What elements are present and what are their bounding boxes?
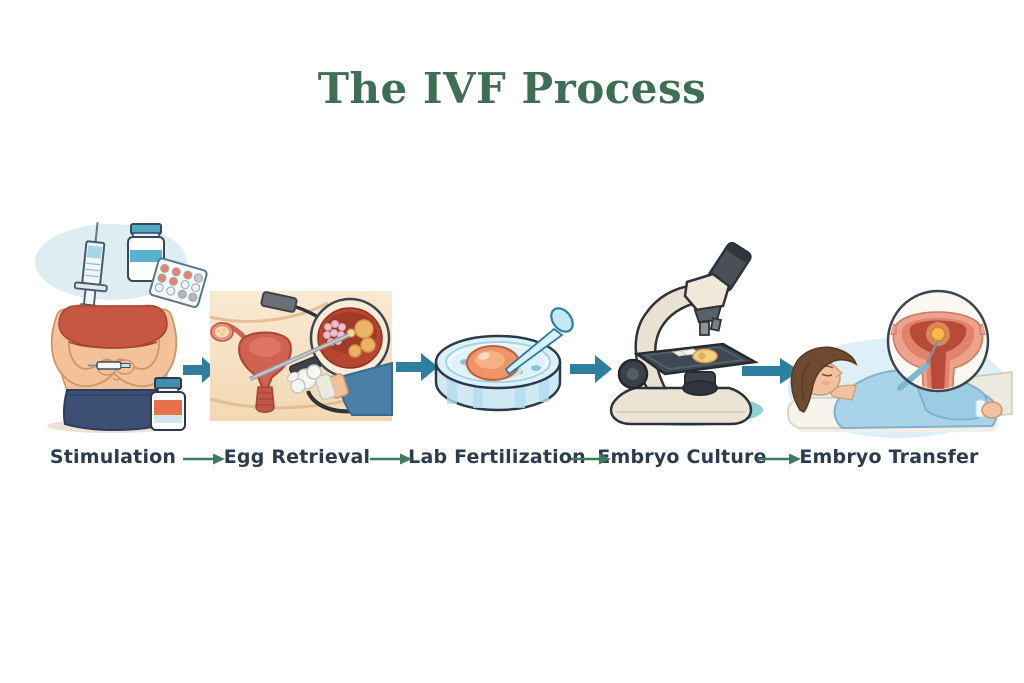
retrieval-needle-hand (249, 332, 393, 416)
egg-retrieval-icon (209, 291, 393, 421)
microscope-body (609, 241, 753, 426)
step-label-embryo-culture: Embryo Culture (597, 446, 767, 468)
step-label-stimulation: Stimulation (49, 446, 177, 468)
embryo-transfer-patient-illustration (786, 282, 1013, 440)
flow-arrow-icon (757, 451, 801, 470)
pill-blister-pack-icon (148, 257, 208, 308)
medication-blob (35, 222, 208, 312)
embryo-transfer-icon (787, 289, 1013, 438)
woman-torso-injection (47, 304, 178, 433)
step-arrow-icon (396, 352, 438, 386)
belly-syringe-icon (88, 361, 131, 370)
step-arrow-icon (183, 356, 217, 388)
follicle-inset-circle (309, 297, 391, 379)
embryo-icon (930, 326, 946, 342)
patient-hair (790, 346, 858, 413)
uterus-ovary-icon (210, 322, 292, 413)
step-label-lab-fertilization: Lab Fertilization (408, 446, 586, 468)
uterus-inset-circle (886, 289, 990, 393)
step-arrow-icon (742, 357, 800, 389)
hormone-injection-illustration (33, 218, 208, 433)
microscope-illustration (601, 241, 763, 434)
page-title: The IVF Process (317, 64, 707, 113)
egg-retrieval-procedure-illustration (209, 291, 393, 421)
microscope-stage (633, 342, 759, 396)
injection-vial-icon (150, 377, 186, 431)
pipette-icon (504, 307, 574, 376)
lab-fertilization-icon (434, 307, 574, 412)
petri-dish-pipette-illustration (433, 302, 574, 428)
step-arrow-icon (570, 354, 612, 388)
flow-arrow-icon (571, 451, 611, 470)
syringe-icon (73, 222, 108, 312)
transfer-catheter-icon (897, 363, 929, 391)
flow-arrow-icon (183, 451, 225, 470)
microscope-icon (609, 241, 763, 426)
step-label-egg-retrieval: Egg Retrieval (223, 446, 371, 468)
step-label-embryo-transfer: Embryo Transfer (799, 446, 979, 468)
flow-arrow-icon (370, 451, 412, 470)
stimulation-icon (35, 222, 208, 433)
